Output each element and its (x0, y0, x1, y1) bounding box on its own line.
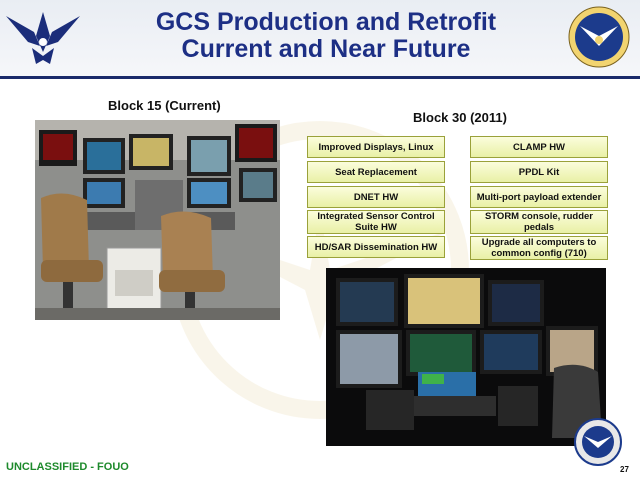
feature-box: Upgrade all computers to common config (… (470, 236, 608, 260)
page-subtitle: Current and Near Future (181, 35, 471, 63)
block30-photo (326, 268, 606, 446)
block15-label: Block 15 (Current) (108, 98, 221, 113)
block30-label: Block 30 (2011) (413, 110, 507, 125)
classification-marking: UNCLASSIFIED - FOUO (6, 461, 129, 473)
feature-box: DNET HW (307, 186, 445, 208)
air-force-wings-icon (4, 2, 82, 72)
block15-photo (35, 120, 280, 320)
page-number: 27 (620, 465, 629, 474)
feature-box: STORM console, rudder pedals (470, 210, 608, 234)
research-lab-seal-icon (568, 6, 630, 68)
feature-box: Seat Replacement (307, 161, 445, 183)
command-seal-icon (574, 418, 622, 466)
feature-box: HD/SAR Dissemination HW (307, 236, 445, 258)
feature-box: Multi-port payload extender (470, 186, 608, 208)
page-title: GCS Production and Retrofit (155, 8, 497, 36)
slide-header (0, 0, 640, 78)
feature-box: Integrated Sensor Control Suite HW (307, 210, 445, 234)
feature-box: Improved Displays, Linux (307, 136, 445, 158)
feature-box: CLAMP HW (470, 136, 608, 158)
header-rule (0, 76, 640, 79)
feature-box: PPDL Kit (470, 161, 608, 183)
